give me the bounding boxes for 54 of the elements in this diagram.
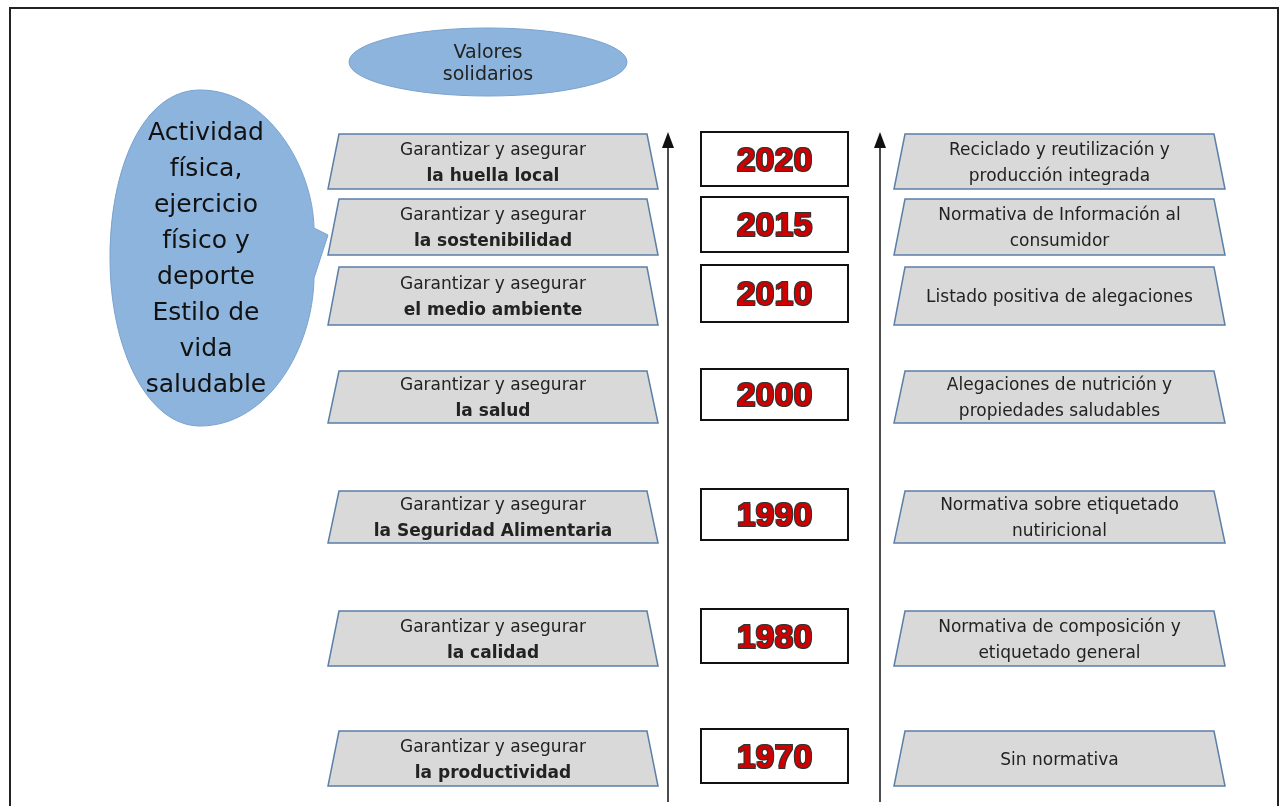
trapezoid-box <box>893 610 1226 667</box>
year-label: 2010 <box>736 274 813 313</box>
year-box <box>700 131 849 187</box>
year-box <box>700 728 849 784</box>
trapezoid-box <box>893 730 1226 787</box>
trapezoid-box <box>893 266 1226 326</box>
trapezoid-box <box>893 490 1226 544</box>
trapezoid-box <box>327 730 659 787</box>
year-box <box>700 196 849 253</box>
goal-text: la productividad <box>414 760 572 784</box>
trapezoid-box <box>893 133 1226 190</box>
goal-text: la Seguridad Alimentaria <box>373 519 613 542</box>
goal-heading: Garantizar y asegurar <box>399 373 587 396</box>
speech-bubble <box>108 88 330 428</box>
year-label: 2000 <box>736 375 813 414</box>
year-label: 1990 <box>736 495 813 534</box>
year-label: 2015 <box>736 205 813 244</box>
bubble-text: Actividad física, ejercicio físico y deporte <box>147 116 265 292</box>
goal-text: el medio ambiente <box>403 298 583 321</box>
trapezoid-box <box>327 198 659 256</box>
goal-heading: Garantizar y asegurar <box>399 137 587 161</box>
bubble-text: Estilo de vida saludable <box>144 296 268 400</box>
goal-heading: Garantizar y asegurar <box>399 734 587 758</box>
goal-heading: Garantizar y asegurar <box>399 203 587 226</box>
year-box <box>700 488 849 541</box>
regulation-text: Normativa de Información al consumidor <box>937 203 1182 252</box>
trapezoid-box <box>327 610 659 667</box>
year-box <box>700 608 849 664</box>
year-label: 1980 <box>736 616 813 656</box>
trapezoid-box <box>893 370 1226 424</box>
year-box <box>700 368 849 421</box>
regulation-text: Reciclado y reutilización y producción integrada <box>948 137 1171 187</box>
regulation-text: Alegaciones de nutrición y propiedades saludables <box>945 373 1174 422</box>
goal-text: la sostenibilidad <box>413 229 573 252</box>
trapezoid-box <box>327 370 659 424</box>
year-label: 1970 <box>736 736 813 776</box>
regulation-text: Sin normativa <box>999 747 1120 771</box>
year-box <box>700 264 849 323</box>
regulation-text: Normativa sobre etiquetado nutiricional <box>939 493 1180 542</box>
trapezoid-box <box>893 198 1226 256</box>
trapezoid-box <box>327 133 659 190</box>
goal-heading: Garantizar y asegurar <box>399 272 587 295</box>
oval-label <box>348 27 628 97</box>
year-label: 2020 <box>736 139 813 179</box>
goal-text: la huella local <box>426 163 560 187</box>
trapezoid-box <box>327 490 659 544</box>
goal-text: la salud <box>455 399 531 422</box>
goal-heading: Garantizar y asegurar <box>399 614 587 638</box>
goal-heading: Garantizar y asegurar <box>399 493 587 516</box>
regulation-text: Listado positiva de alegaciones <box>925 285 1194 308</box>
trapezoid-box <box>327 266 659 326</box>
goal-text: la calidad <box>446 640 540 664</box>
regulation-text: Normativa de composición y etiquetado general <box>937 614 1182 664</box>
oval-text: Valores solidarios <box>441 40 535 84</box>
